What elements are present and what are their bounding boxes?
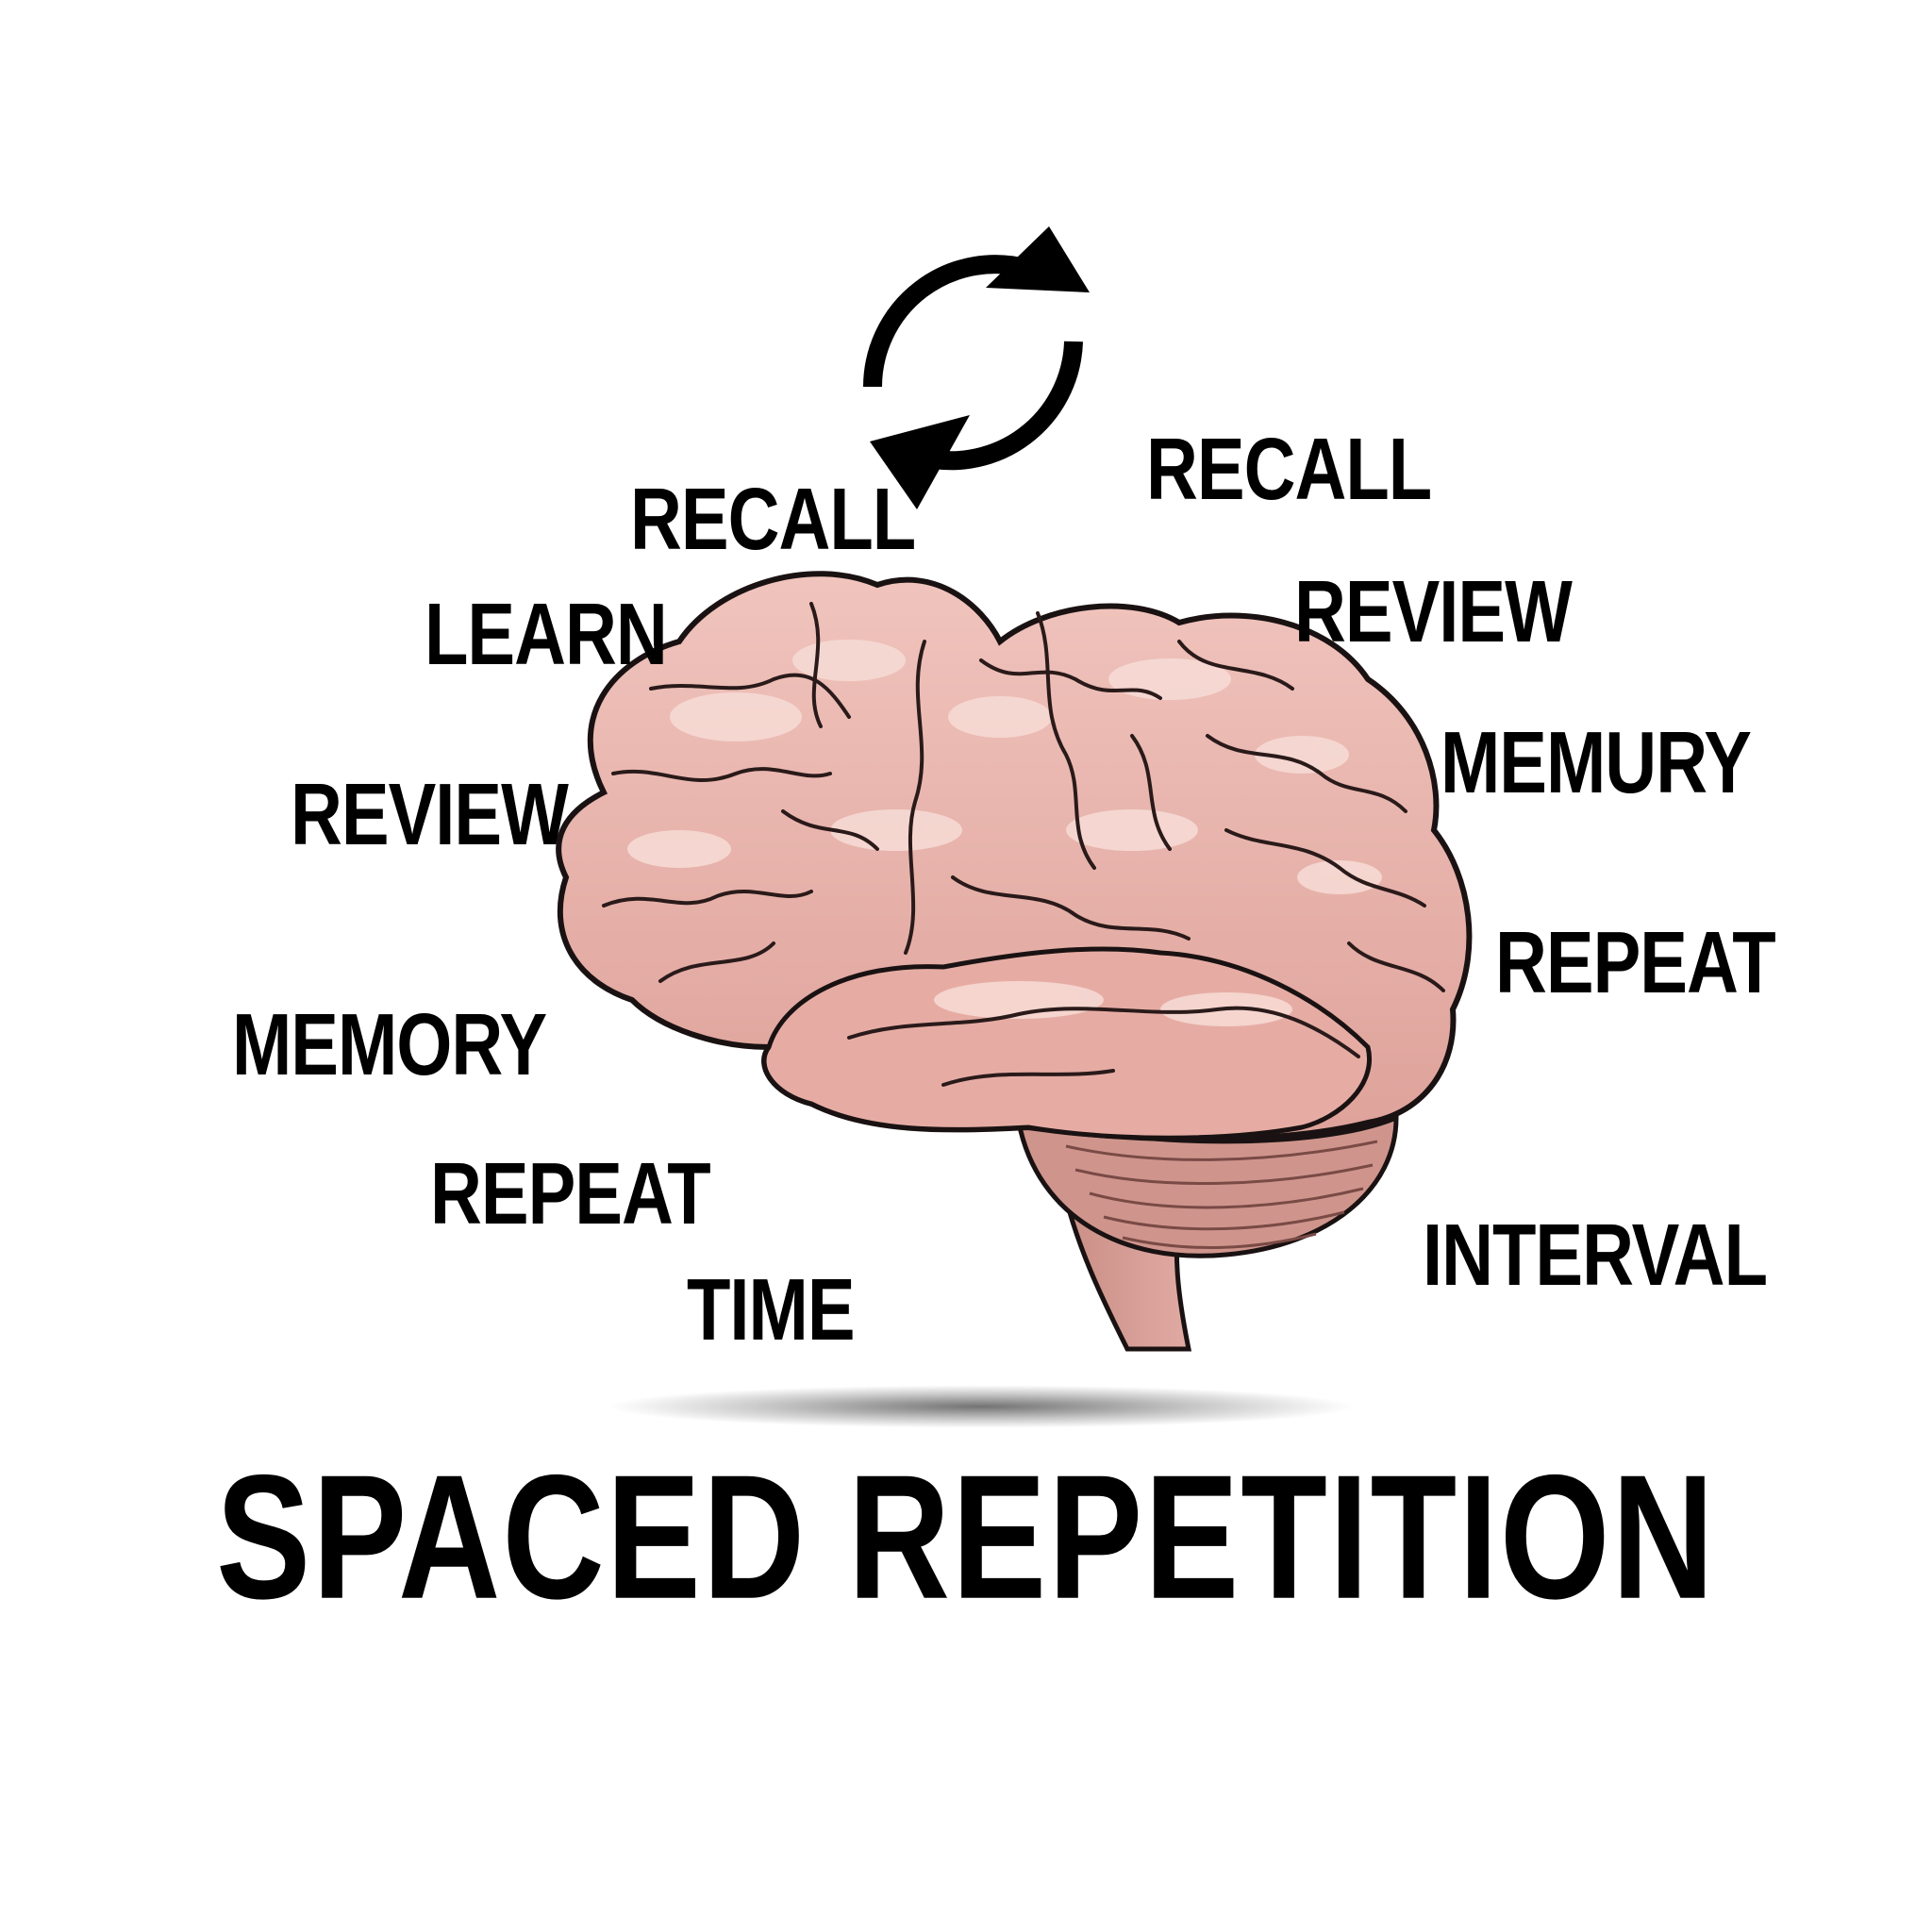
word-memory-left: MEMORY xyxy=(232,995,547,1094)
sulci xyxy=(602,602,1445,1087)
cerebellum-folds xyxy=(1065,1140,1378,1249)
page-title: SPACED REPETITION xyxy=(216,1437,1716,1636)
word-time: TIME xyxy=(687,1260,856,1359)
word-recall-right: RECALL xyxy=(1146,420,1432,519)
word-repeat-right: REPEAT xyxy=(1495,913,1776,1012)
word-memury-right: MEMURY xyxy=(1441,713,1752,812)
word-review-right: REVIEW xyxy=(1294,562,1573,661)
word-interval: INTERVAL xyxy=(1423,1206,1768,1305)
word-learn: LEARN xyxy=(425,585,668,684)
word-review-left: REVIEW xyxy=(291,765,569,864)
word-recall-left: RECALL xyxy=(630,470,916,569)
ground-shadow xyxy=(604,1385,1358,1428)
word-repeat-left: REPEAT xyxy=(430,1144,711,1243)
